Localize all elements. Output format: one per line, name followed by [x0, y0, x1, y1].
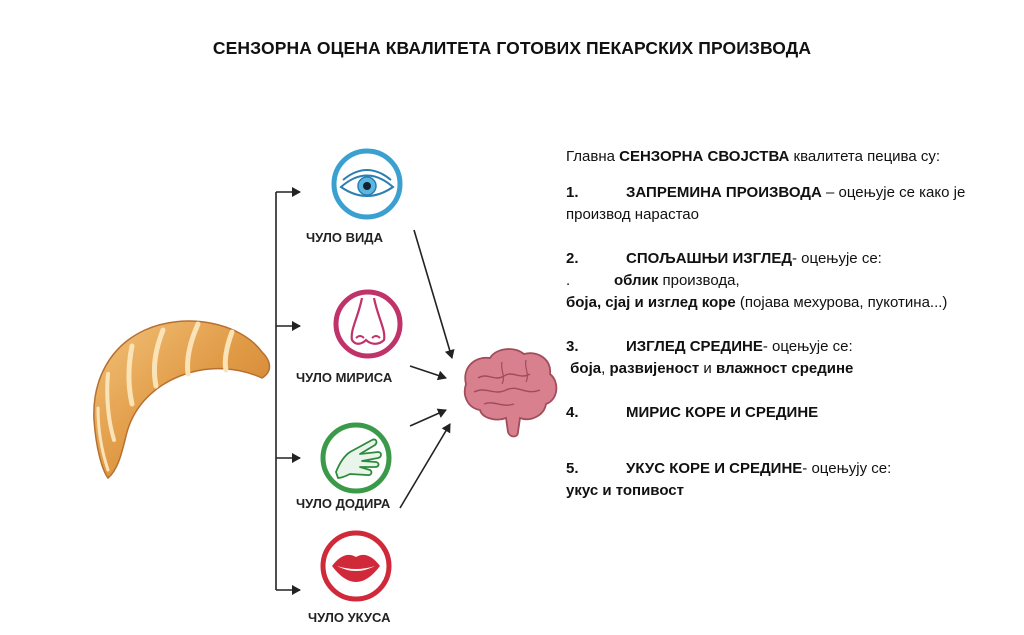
sense-label-sight: ЧУЛО ВИДА	[306, 230, 383, 245]
mouth-icon	[320, 530, 392, 602]
eye-icon	[331, 148, 403, 220]
nose-icon	[333, 289, 403, 359]
croissant-icon	[93, 320, 271, 480]
sense-label-taste: ЧУЛО УКУСА	[308, 610, 391, 625]
item-3: 3.ИЗГЛЕД СРЕДИНЕ- оцењује се:	[566, 338, 853, 355]
sense-bracket	[275, 187, 301, 595]
item-3-line2: боја, развијеност и влажност средине	[570, 360, 854, 377]
page-title: СЕНЗОРНА ОЦЕНА КВАЛИТЕТА ГОТОВИХ ПЕКАРСК…	[212, 38, 812, 58]
properties-panel: Главна СЕНЗОРНА СВОЈСТВА квалитета пецив…	[566, 146, 1016, 502]
item-5-line2: укус и топивост	[566, 482, 684, 499]
sense-label-smell: ЧУЛО МИРИСА	[296, 370, 393, 385]
sense-label-touch: ЧУЛО ДОДИРА	[296, 496, 391, 511]
brain-icon	[463, 348, 558, 438]
intro-line: Главна СЕНЗОРНА СВОЈСТВА квалитета пецив…	[566, 148, 941, 165]
item-4: 4.МИРИС КОРЕ И СРЕДИНЕ	[566, 404, 819, 421]
item-2-line3: боја, сјај и изглед коре (појава мехуров…	[566, 294, 948, 311]
arrows-to-brain	[399, 229, 455, 509]
item-1: 1.ЗАПРЕМИНА ПРОИЗВОДА – оцењује се како …	[566, 184, 966, 201]
item-1-line2: производ нарастао	[566, 206, 699, 223]
item-2-line2: .облик производа,	[566, 272, 740, 289]
item-2: 2.СПОЉАШЊИ ИЗГЛЕД- оцењује се:	[566, 250, 882, 267]
item-5: 5.УКУС КОРЕ И СРЕДИНЕ- оцењују се:	[566, 460, 892, 477]
hand-icon	[320, 422, 392, 494]
